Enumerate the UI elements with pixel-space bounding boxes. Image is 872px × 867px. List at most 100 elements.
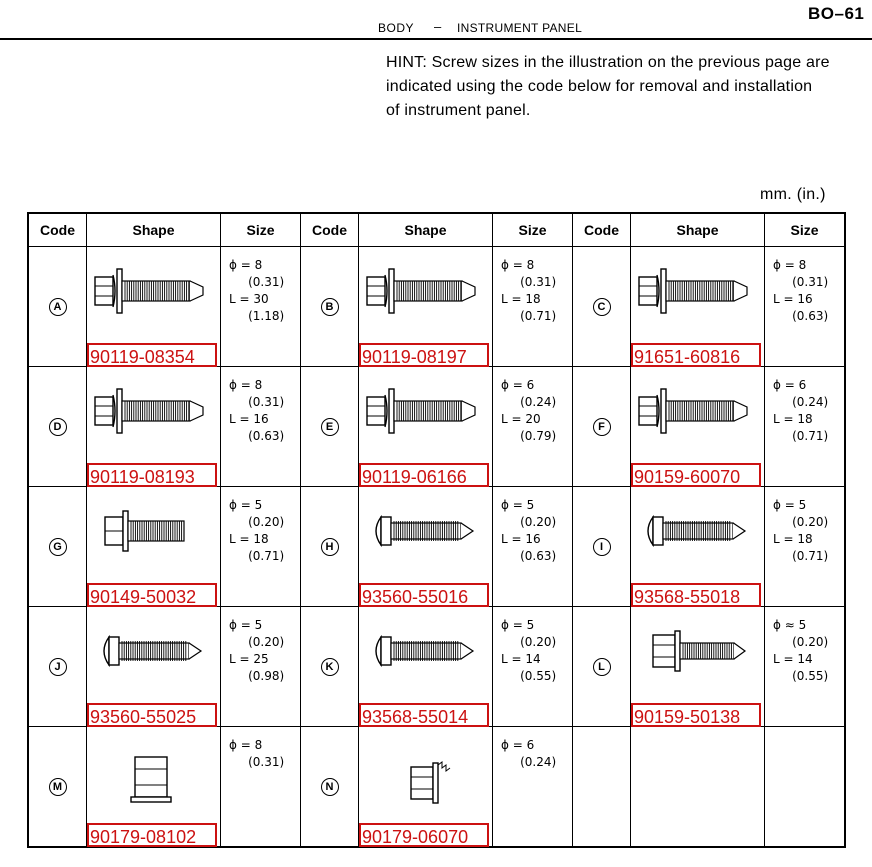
part-number-label: 93560-55025	[87, 703, 217, 727]
size-cell: ϕ = 8 (0.31) L = 18 (0.71)	[492, 246, 573, 367]
hint-line-1: HINT: Screw sizes in the illustration on…	[386, 54, 830, 71]
unit-label: mm. (in.)	[760, 186, 826, 203]
shape-cell: 90159-60070	[630, 366, 765, 487]
flange-bolt-washer-icon	[94, 388, 204, 434]
header-shape: Shape	[630, 212, 765, 247]
code-badge: G	[48, 538, 67, 556]
code-badge: N	[320, 778, 339, 796]
header-shape: Shape	[358, 212, 493, 247]
part-number-label: 90119-08193	[87, 463, 217, 487]
shape-cell: 91651-60816	[630, 246, 765, 367]
shape-cell: 93568-55014	[358, 606, 493, 727]
size-cell: ϕ = 5 (0.20) L = 14 (0.55)	[492, 606, 573, 727]
code-badge: L	[592, 658, 611, 676]
size-cell: ϕ = 6 (0.24) L = 20 (0.79)	[492, 366, 573, 487]
flange-bolt-washer-icon	[366, 268, 476, 314]
part-number-label: 90119-08354	[87, 343, 217, 367]
code-badge: A	[48, 298, 67, 316]
size-value: ϕ = 5 (0.20) L = 16 (0.63)	[501, 498, 557, 563]
code-cell: H	[300, 486, 359, 607]
code-badge: M	[48, 778, 67, 796]
hint-line-3: of instrument panel.	[386, 102, 531, 119]
part-number-label: 90159-50138	[631, 703, 761, 727]
size-value: ϕ = 5 (0.20) L = 18 (0.71)	[229, 498, 285, 563]
table-header-row: Code Shape Size Code Shape Size Code Sha…	[27, 212, 846, 247]
code-cell: I	[572, 486, 631, 607]
size-cell: ϕ = 5 (0.20) L = 18 (0.71)	[764, 486, 846, 607]
shape-cell: 90119-06166	[358, 366, 493, 487]
code-cell: N	[300, 726, 359, 848]
code-cell: G	[27, 486, 87, 607]
part-number-label: 93568-55014	[359, 703, 489, 727]
page-number: BO–61	[808, 4, 865, 23]
size-value: ϕ = 5 (0.20) L = 25 (0.98)	[229, 618, 285, 683]
flange-nut-icon	[130, 756, 172, 803]
empty-cell	[630, 726, 765, 848]
flange-bolt-washer-icon	[638, 388, 748, 434]
shape-cell: 90119-08354	[86, 246, 221, 367]
subsection-title: INSTRUMENT PANEL	[457, 21, 583, 35]
part-number-label: 90159-60070	[631, 463, 761, 487]
code-badge: E	[320, 418, 339, 436]
hex-bolt-washer-icon	[104, 510, 185, 552]
code-cell: B	[300, 246, 359, 367]
shape-cell: 90179-08102	[86, 726, 221, 848]
shape-cell: 90159-50138	[630, 606, 765, 727]
hint-paragraph: HINT: Screw sizes in the illustration on…	[386, 51, 872, 123]
header-code: Code	[572, 212, 631, 247]
code-cell: E	[300, 366, 359, 487]
empty-cell	[572, 726, 631, 848]
shape-cell: 93568-55018	[630, 486, 765, 607]
flange-bolt-washer-icon	[638, 268, 748, 314]
code-badge: J	[48, 658, 67, 676]
shape-cell: 90119-08197	[358, 246, 493, 367]
code-badge: H	[320, 538, 339, 556]
header-dash: –	[434, 19, 442, 34]
tapping-screw-icon	[103, 634, 203, 668]
part-number-label: 93568-55018	[631, 583, 761, 607]
size-cell: ϕ = 8 (0.31) L = 30 (1.18)	[220, 246, 301, 367]
shape-cell: 90149-50032	[86, 486, 221, 607]
code-cell: C	[572, 246, 631, 367]
header-code: Code	[300, 212, 359, 247]
code-cell: M	[27, 726, 87, 848]
shape-cell: 90119-08193	[86, 366, 221, 487]
part-number-label: 90179-06070	[359, 823, 489, 847]
code-badge: F	[592, 418, 611, 436]
flange-bolt-icon	[652, 630, 747, 672]
size-value: ϕ = 8 (0.31)	[229, 738, 285, 769]
header-code: Code	[27, 212, 87, 247]
part-number-label: 91651-60816	[631, 343, 761, 367]
size-cell: ϕ ≈ 5 (0.20) L = 14 (0.55)	[764, 606, 846, 727]
size-value: ϕ = 6 (0.24) L = 20 (0.79)	[501, 378, 557, 443]
size-cell: ϕ = 5 (0.20) L = 18 (0.71)	[220, 486, 301, 607]
part-number-label: 90119-06166	[359, 463, 489, 487]
code-cell: L	[572, 606, 631, 727]
screw-size-table: Code Shape Size Code Shape Size Code Sha…	[27, 212, 846, 848]
code-badge: C	[592, 298, 611, 316]
size-value: ϕ ≈ 5 (0.20) L = 14 (0.55)	[773, 618, 829, 683]
size-cell: ϕ = 8 (0.31) L = 16 (0.63)	[220, 366, 301, 487]
header-size: Size	[492, 212, 573, 247]
header-size: Size	[764, 212, 846, 247]
header-shape: Shape	[86, 212, 221, 247]
shape-cell: 90179-06070	[358, 726, 493, 848]
size-value: ϕ = 6 (0.24) L = 18 (0.71)	[773, 378, 829, 443]
code-cell: A	[27, 246, 87, 367]
code-badge: I	[592, 538, 611, 556]
flange-bolt-washer-icon	[366, 388, 476, 434]
shape-cell: 93560-55025	[86, 606, 221, 727]
size-value: ϕ = 8 (0.31) L = 18 (0.71)	[501, 258, 557, 323]
size-cell: ϕ = 8 (0.31) L = 16 (0.63)	[764, 246, 846, 367]
size-cell: ϕ = 6 (0.24) L = 18 (0.71)	[764, 366, 846, 487]
code-cell: J	[27, 606, 87, 727]
header-rule	[0, 38, 872, 40]
size-value: ϕ = 8 (0.31) L = 30 (1.18)	[229, 258, 285, 323]
size-value: ϕ = 5 (0.20) L = 14 (0.55)	[501, 618, 557, 683]
tapping-screw-icon	[375, 514, 475, 548]
size-cell: ϕ = 8 (0.31)	[220, 726, 301, 848]
